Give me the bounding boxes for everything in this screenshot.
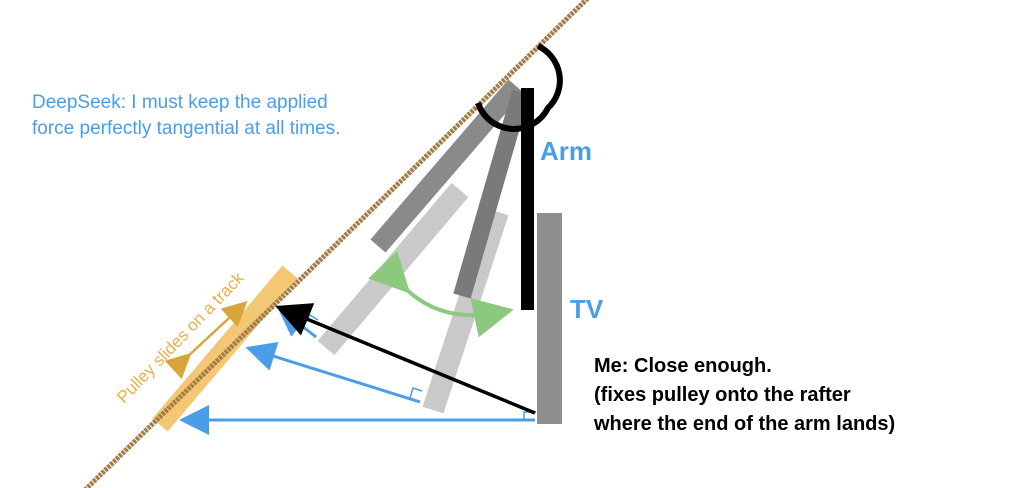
- me-caption-line: (fixes pulley onto the rafter: [594, 384, 851, 406]
- applied-force-arrow: [275, 303, 536, 415]
- me-caption-line: Me: Close enough.: [594, 355, 772, 377]
- deepseek-caption-line: DeepSeek: I must keep the applied: [32, 92, 328, 113]
- force-arrow-mid: [245, 341, 421, 404]
- arm-position-dark-1: [370, 79, 524, 253]
- swing-arrow: [368, 250, 514, 338]
- arm-bar: [521, 88, 534, 310]
- rafter: [83, 0, 590, 488]
- tv-label: TV: [570, 294, 604, 324]
- deepseek-caption: DeepSeek: I must keep the applied force …: [32, 90, 340, 142]
- arm-label: Arm: [540, 136, 593, 166]
- me-caption-line: where the end of the arm lands): [594, 413, 896, 435]
- tv-bar: [537, 213, 562, 424]
- slide-arrow: [164, 300, 248, 380]
- deepseek-caption-line: force perfectly tangential at all times.: [32, 118, 341, 139]
- pivot-hook: [475, 43, 563, 132]
- me-caption: Me: Close enough. (fixes pulley onto the…: [594, 352, 895, 439]
